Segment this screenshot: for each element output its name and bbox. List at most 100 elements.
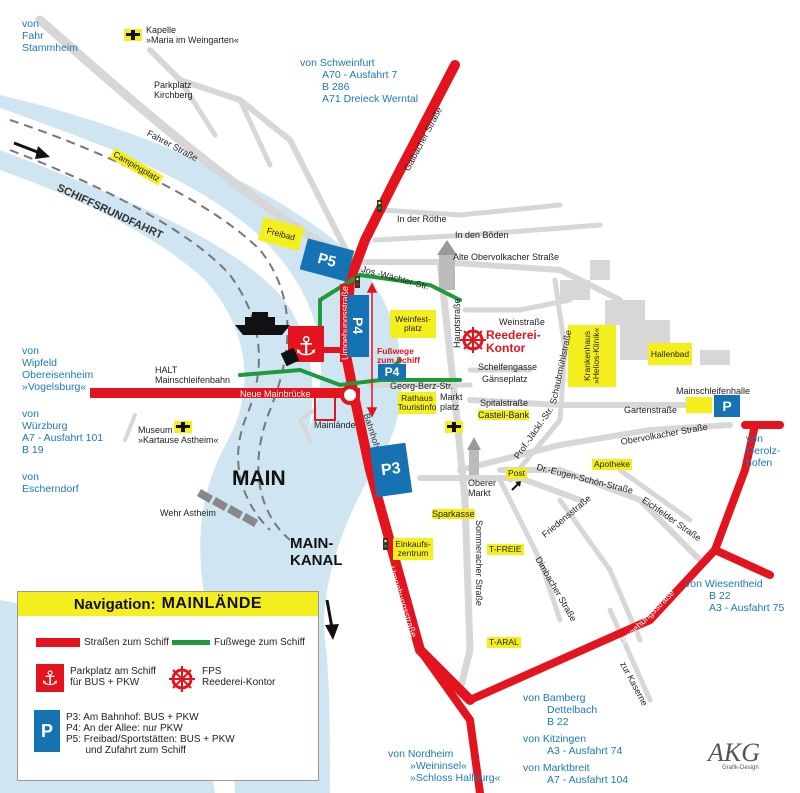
place-line: Fußwege	[377, 346, 414, 356]
place-line: Touristinfo	[397, 402, 437, 412]
water-label-mainkanal: MAIN- KANAL	[290, 535, 343, 569]
dir-line: A70 - Ausfahrt 7	[322, 69, 398, 81]
mainlaende-area	[314, 394, 336, 421]
place-line: Reederei-	[486, 328, 541, 342]
label-weinfestplatz: Weinfest- platz	[390, 310, 436, 338]
label-oberer-markt: Oberer Markt	[468, 478, 496, 498]
dir-line: Dettelbach	[547, 704, 598, 716]
place-line: Markt	[440, 392, 463, 402]
dir-line: von	[22, 471, 39, 483]
church-cross-icon	[445, 421, 463, 433]
place-line: Markt	[468, 488, 491, 498]
street-mainlaende: Mainlände	[314, 420, 356, 430]
dir-line: von	[22, 345, 39, 357]
legend-parking-icon: P	[34, 710, 60, 752]
place-line: Rathaus	[401, 393, 433, 403]
neue-mainbruecke-road	[90, 388, 360, 398]
place-line: Einkaufs-	[395, 539, 431, 549]
dir-fahr-stammheim: von Fahr Stammheim	[22, 18, 78, 54]
label-mainschleifenhalle: Mainschleifenhalle	[676, 386, 751, 396]
traffic-light-3-icon	[355, 276, 360, 288]
parking-p4-b[interactable]: P4	[378, 364, 406, 380]
dir-bamberg: von Bamberg Dettelbach B 22	[523, 692, 597, 728]
place-line: Parkplatz	[154, 80, 192, 90]
place-line: platz	[440, 402, 460, 412]
church-tower-icon	[437, 240, 457, 290]
legend-line: und Zufahrt zum Schiff	[66, 745, 186, 756]
dir-line: B 22	[547, 716, 569, 728]
place-line: Museum	[138, 425, 173, 435]
place-line: Mainschleifenbahn	[155, 375, 231, 385]
legend-foot: Fußwege zum Schiff	[214, 637, 305, 648]
dir-line: »Vogelsburg«	[22, 381, 87, 393]
label-reederei-kontor: Reederei- Kontor	[486, 329, 541, 355]
kapelle-cross-icon	[124, 29, 142, 41]
logo-sub: Grafik-Design	[722, 765, 759, 771]
label-post: Post	[506, 468, 528, 479]
street-georg-berz: Georg-Berz-Str.	[390, 381, 454, 391]
place-line: zentrum	[397, 548, 429, 558]
dir-line: A3 - Ausfahrt 74	[547, 745, 623, 757]
dir-line: A7 - Ausfahrt 104	[547, 774, 629, 786]
label-krankenhaus: Krankenhaus »Helios-Klinik«	[568, 325, 616, 387]
legend-line: P3: Am Bahnhof: BUS + PKW	[66, 712, 199, 723]
legend-line: P4: An der Allee: nur PKW	[66, 723, 183, 734]
dir-line: von Kitzingen	[523, 733, 587, 745]
parking-p3[interactable]: P3	[369, 442, 413, 498]
dir-line: »Weininsel«	[410, 760, 468, 772]
label-halt-mainschleifenbahn: HALT Mainschleifenbahn	[155, 365, 230, 385]
place-line: HALT	[155, 365, 178, 375]
dir-escherndorf: von Escherndorf	[22, 471, 79, 495]
museum-cross-icon	[174, 421, 192, 433]
street-schelfengasse: Schelfengasse	[478, 362, 538, 372]
dir-line: »Schloss Hallburg«	[410, 772, 501, 784]
roundabout	[340, 385, 360, 405]
ship-icon	[235, 312, 290, 335]
dir-line: von Wiesentheid	[685, 578, 763, 590]
place-line: »Kartause Astheim«	[138, 435, 219, 445]
dir-line: Wipfeld	[22, 357, 58, 369]
place-line: Weinfest-	[395, 314, 431, 324]
dir-line: von Schweinfurt	[300, 57, 375, 69]
weir-icon	[196, 489, 259, 527]
dir-line: von Nordheim	[388, 748, 454, 760]
dir-wiesentheid: von Wiesentheid B 22 A3 - Ausfahrt 75	[685, 578, 784, 614]
traffic-light-icon	[377, 200, 382, 212]
label-castell-bank: Castell-Bank	[478, 410, 530, 420]
street-spitalstrasse: Spitalstraße	[480, 398, 529, 408]
place-line: platz	[404, 323, 422, 333]
street-hauptstrasse: Hauptstraße	[452, 298, 462, 348]
label-t-aral: T-ARAL	[487, 637, 521, 648]
label-t-freie: T-FREIE	[487, 544, 524, 555]
label-einkaufszentrum: Einkaufs- zentrum	[393, 538, 433, 560]
street-gartenstrasse: Gartenstraße	[624, 405, 678, 415]
dir-wuerzburg: von Würzburg A7 - Ausfahrt 101 B 19	[22, 408, 103, 456]
label-fusswege: Fußwege zum Schiff	[377, 347, 420, 365]
dir-marktbreit: von Marktbreit A7 - Ausfahrt 104	[523, 762, 628, 786]
dir-line: Fahr	[22, 30, 44, 42]
post-arrow-icon	[511, 481, 521, 491]
dir-kitzingen: von Kitzingen A3 - Ausfahrt 74	[523, 733, 622, 757]
legend-anchor-icon: ⚓	[36, 664, 64, 692]
place-line: »Helios-Klinik«	[591, 327, 601, 385]
place-line: Kapelle	[146, 25, 177, 35]
legend-title: Navigation: MAINLÄNDE	[18, 592, 318, 616]
dir-line: A3 - Ausfahrt 75	[709, 602, 785, 614]
parking-p4[interactable]: P4	[347, 295, 369, 357]
legend-parkplatz: Parkplatz am Schiff für BUS + PKW	[70, 666, 156, 688]
legend-fps-wheel-icon	[169, 666, 195, 692]
street-in-der-roethe: In der Röthe	[397, 214, 447, 224]
boat-route-2	[9, 149, 271, 531]
flow-arrow-2-icon	[325, 599, 339, 640]
label-rathaus: Rathaus Touristinfo	[398, 392, 436, 414]
traffic-light-2-icon	[383, 538, 388, 550]
label-hallenbad: Hallenbad	[648, 343, 692, 365]
parking-hall[interactable]: P	[714, 395, 740, 417]
dir-line: Stammheim	[22, 42, 79, 54]
dir-line: A7 - Ausfahrt 101	[22, 432, 104, 444]
label-apotheke: Apotheke	[592, 459, 632, 470]
sparkasse-text: Sparkasse	[432, 509, 475, 519]
water-line: KANAL	[290, 552, 343, 569]
legend-line: Parkplatz am Schiff	[70, 666, 156, 677]
